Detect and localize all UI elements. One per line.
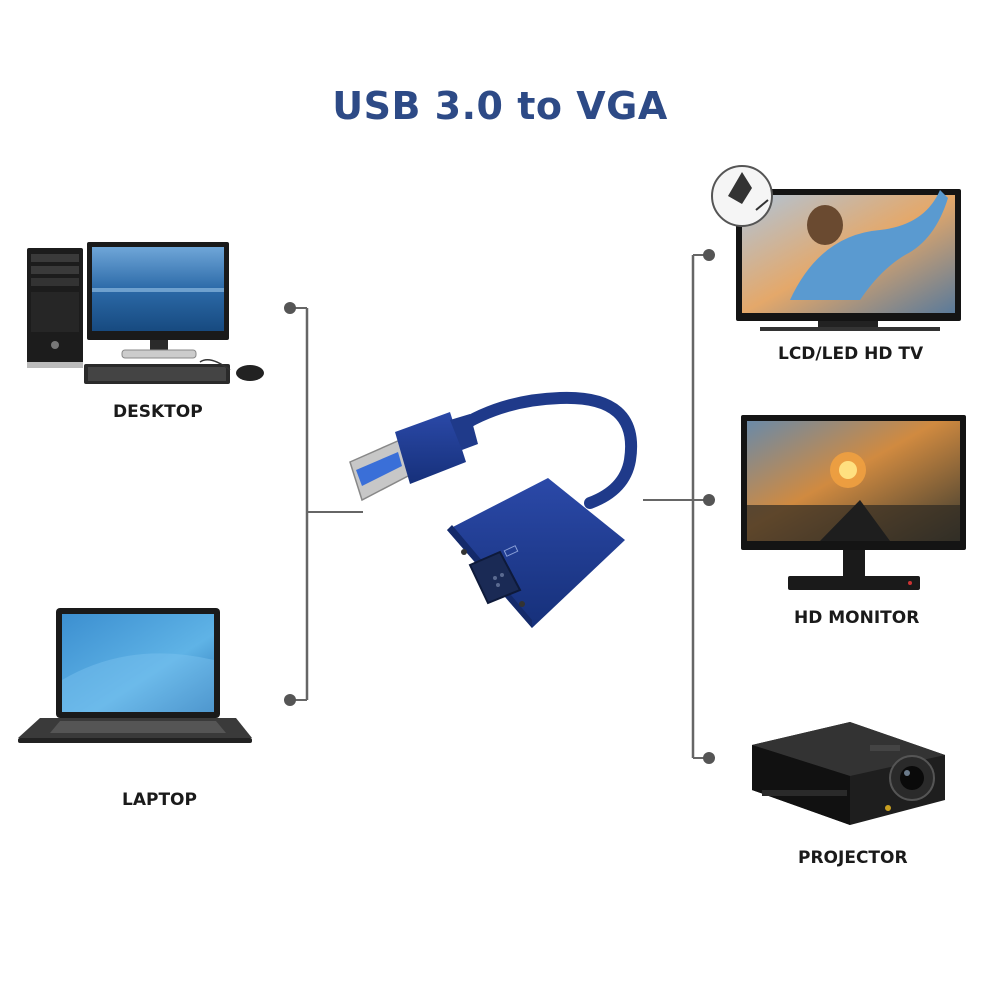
laptop-icon [18,608,252,743]
diagram-title: USB 3.0 to VGA [332,84,668,128]
label-tv: LCD/LED HD TV [778,344,924,364]
monitor-icon [741,415,966,590]
label-laptop: LAPTOP [122,790,197,810]
left-connector-bracket [284,302,363,706]
label-monitor: HD MONITOR [794,608,920,628]
right-connector-bracket [643,249,715,764]
label-desktop: DESKTOP [113,402,203,422]
usb-to-vga-adapter-icon [349,391,638,628]
tv-icon [711,165,961,331]
desktop-computer-icon [27,242,264,384]
projector-icon [752,722,945,825]
label-projector: PROJECTOR [798,848,908,868]
